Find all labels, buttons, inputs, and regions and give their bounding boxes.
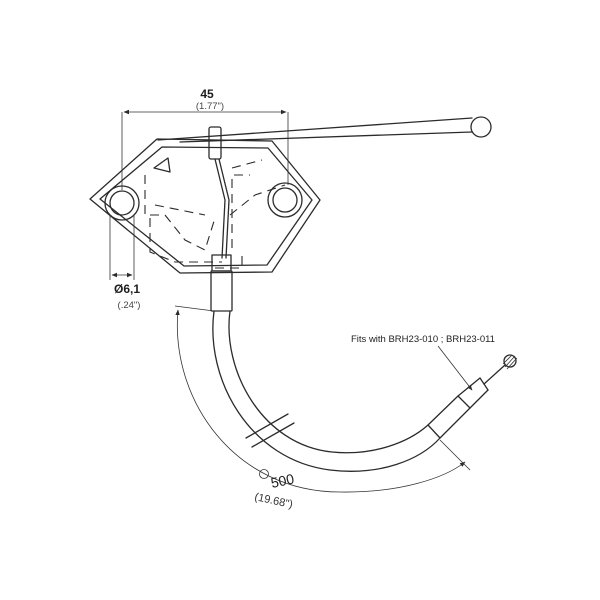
cable-end-nipple bbox=[503, 354, 517, 368]
hole-inch: (.24") bbox=[118, 300, 141, 311]
hole-value: Ø6,1 bbox=[114, 282, 140, 296]
hole-dimension: Ø6,1 (.24") bbox=[109, 215, 141, 311]
cable-guide bbox=[208, 126, 232, 272]
length-inch: (19.68") bbox=[253, 491, 293, 511]
right-mounting-hole bbox=[267, 182, 303, 218]
length-value: 500 bbox=[269, 470, 295, 491]
compatibility-note: Fits with BRH23-010 ; BRH23-011 bbox=[351, 334, 495, 391]
hidden-mechanism bbox=[144, 159, 286, 269]
lever-knob bbox=[470, 116, 492, 138]
width-dimension: 45 (1.77") bbox=[121, 87, 289, 190]
lever-arm bbox=[157, 116, 492, 143]
width-inch: (1.77") bbox=[196, 101, 224, 112]
bracket-plate bbox=[89, 138, 321, 274]
width-value: 45 bbox=[200, 87, 214, 101]
length-symbol bbox=[259, 469, 269, 479]
cable-housing bbox=[210, 270, 518, 472]
fits-with-text: Fits with BRH23-010 ; BRH23-011 bbox=[351, 334, 495, 345]
